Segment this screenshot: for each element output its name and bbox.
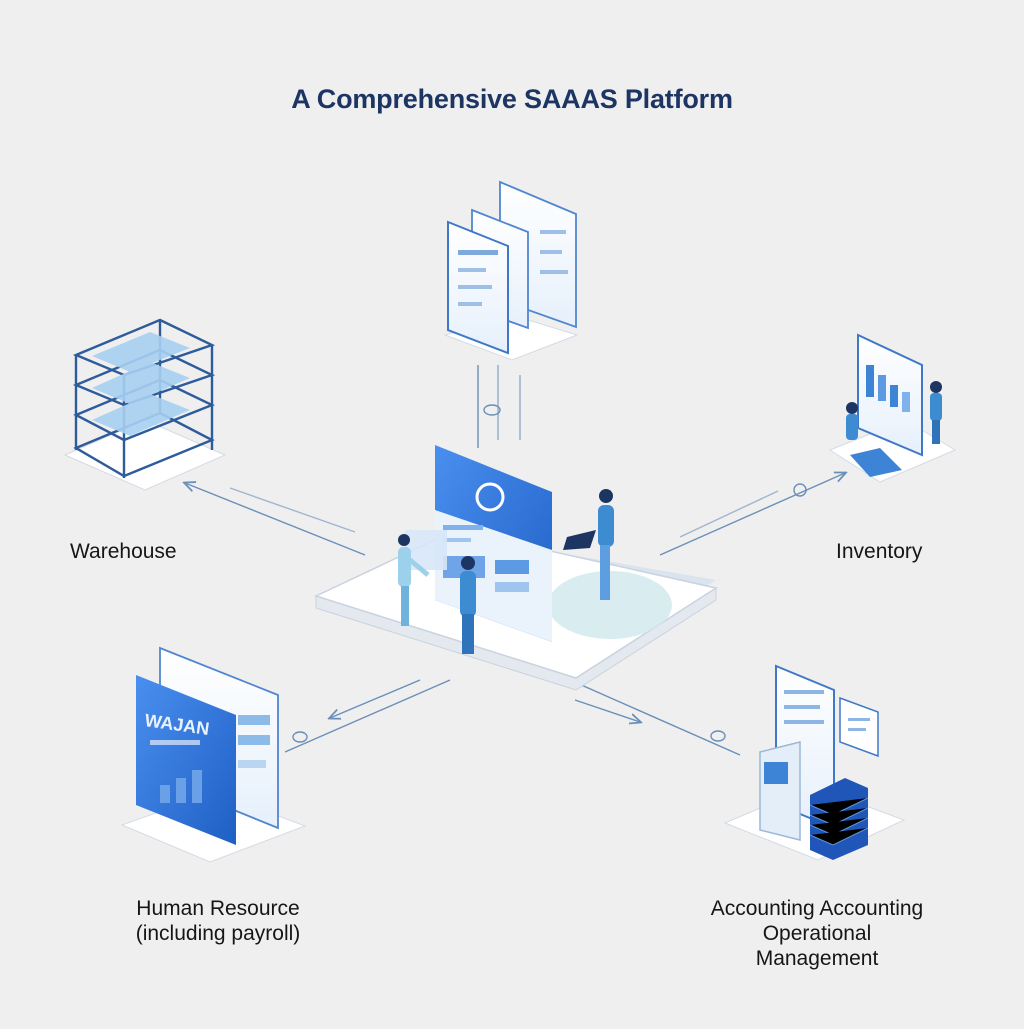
warehouse-shelf-illustration: [63, 318, 227, 491]
central-platform: [313, 445, 718, 691]
hr-handbook-illustration: WAJAN: [120, 646, 307, 863]
hr-label-line2: (including payroll): [135, 922, 301, 945]
person-icon: [930, 381, 942, 444]
hr-label-line1: Human Resource: [136, 897, 300, 920]
person-icon: [398, 534, 430, 626]
platform-logo-icon: [475, 482, 505, 512]
connector-accounting: [569, 679, 741, 756]
inventory-dashboard-illustration: [828, 333, 957, 483]
person-icon: [460, 556, 476, 654]
hr-label: Human Resource (including payroll): [118, 896, 318, 946]
inventory-label: Inventory: [836, 540, 923, 563]
person-icon: [846, 402, 858, 440]
connector-inventory: [659, 473, 845, 556]
connector-hr: [284, 679, 451, 753]
connector-warehouse: [185, 483, 366, 556]
accounting-label: Accounting Accounting Operational Manage…: [700, 896, 934, 971]
diagram-title: A Comprehensive SAAAS Platform: [291, 84, 733, 114]
connector-lines: [185, 365, 845, 756]
warehouse-label: Warehouse: [70, 540, 177, 563]
documents-illustration: [443, 180, 579, 361]
accounting-label-line1: Accounting Accounting: [710, 897, 924, 920]
accounting-label-line3: Management: [755, 947, 879, 970]
accounting-illustration: [723, 664, 906, 861]
accounting-label-line2: Operational: [762, 922, 872, 945]
person-icon: [563, 489, 614, 600]
